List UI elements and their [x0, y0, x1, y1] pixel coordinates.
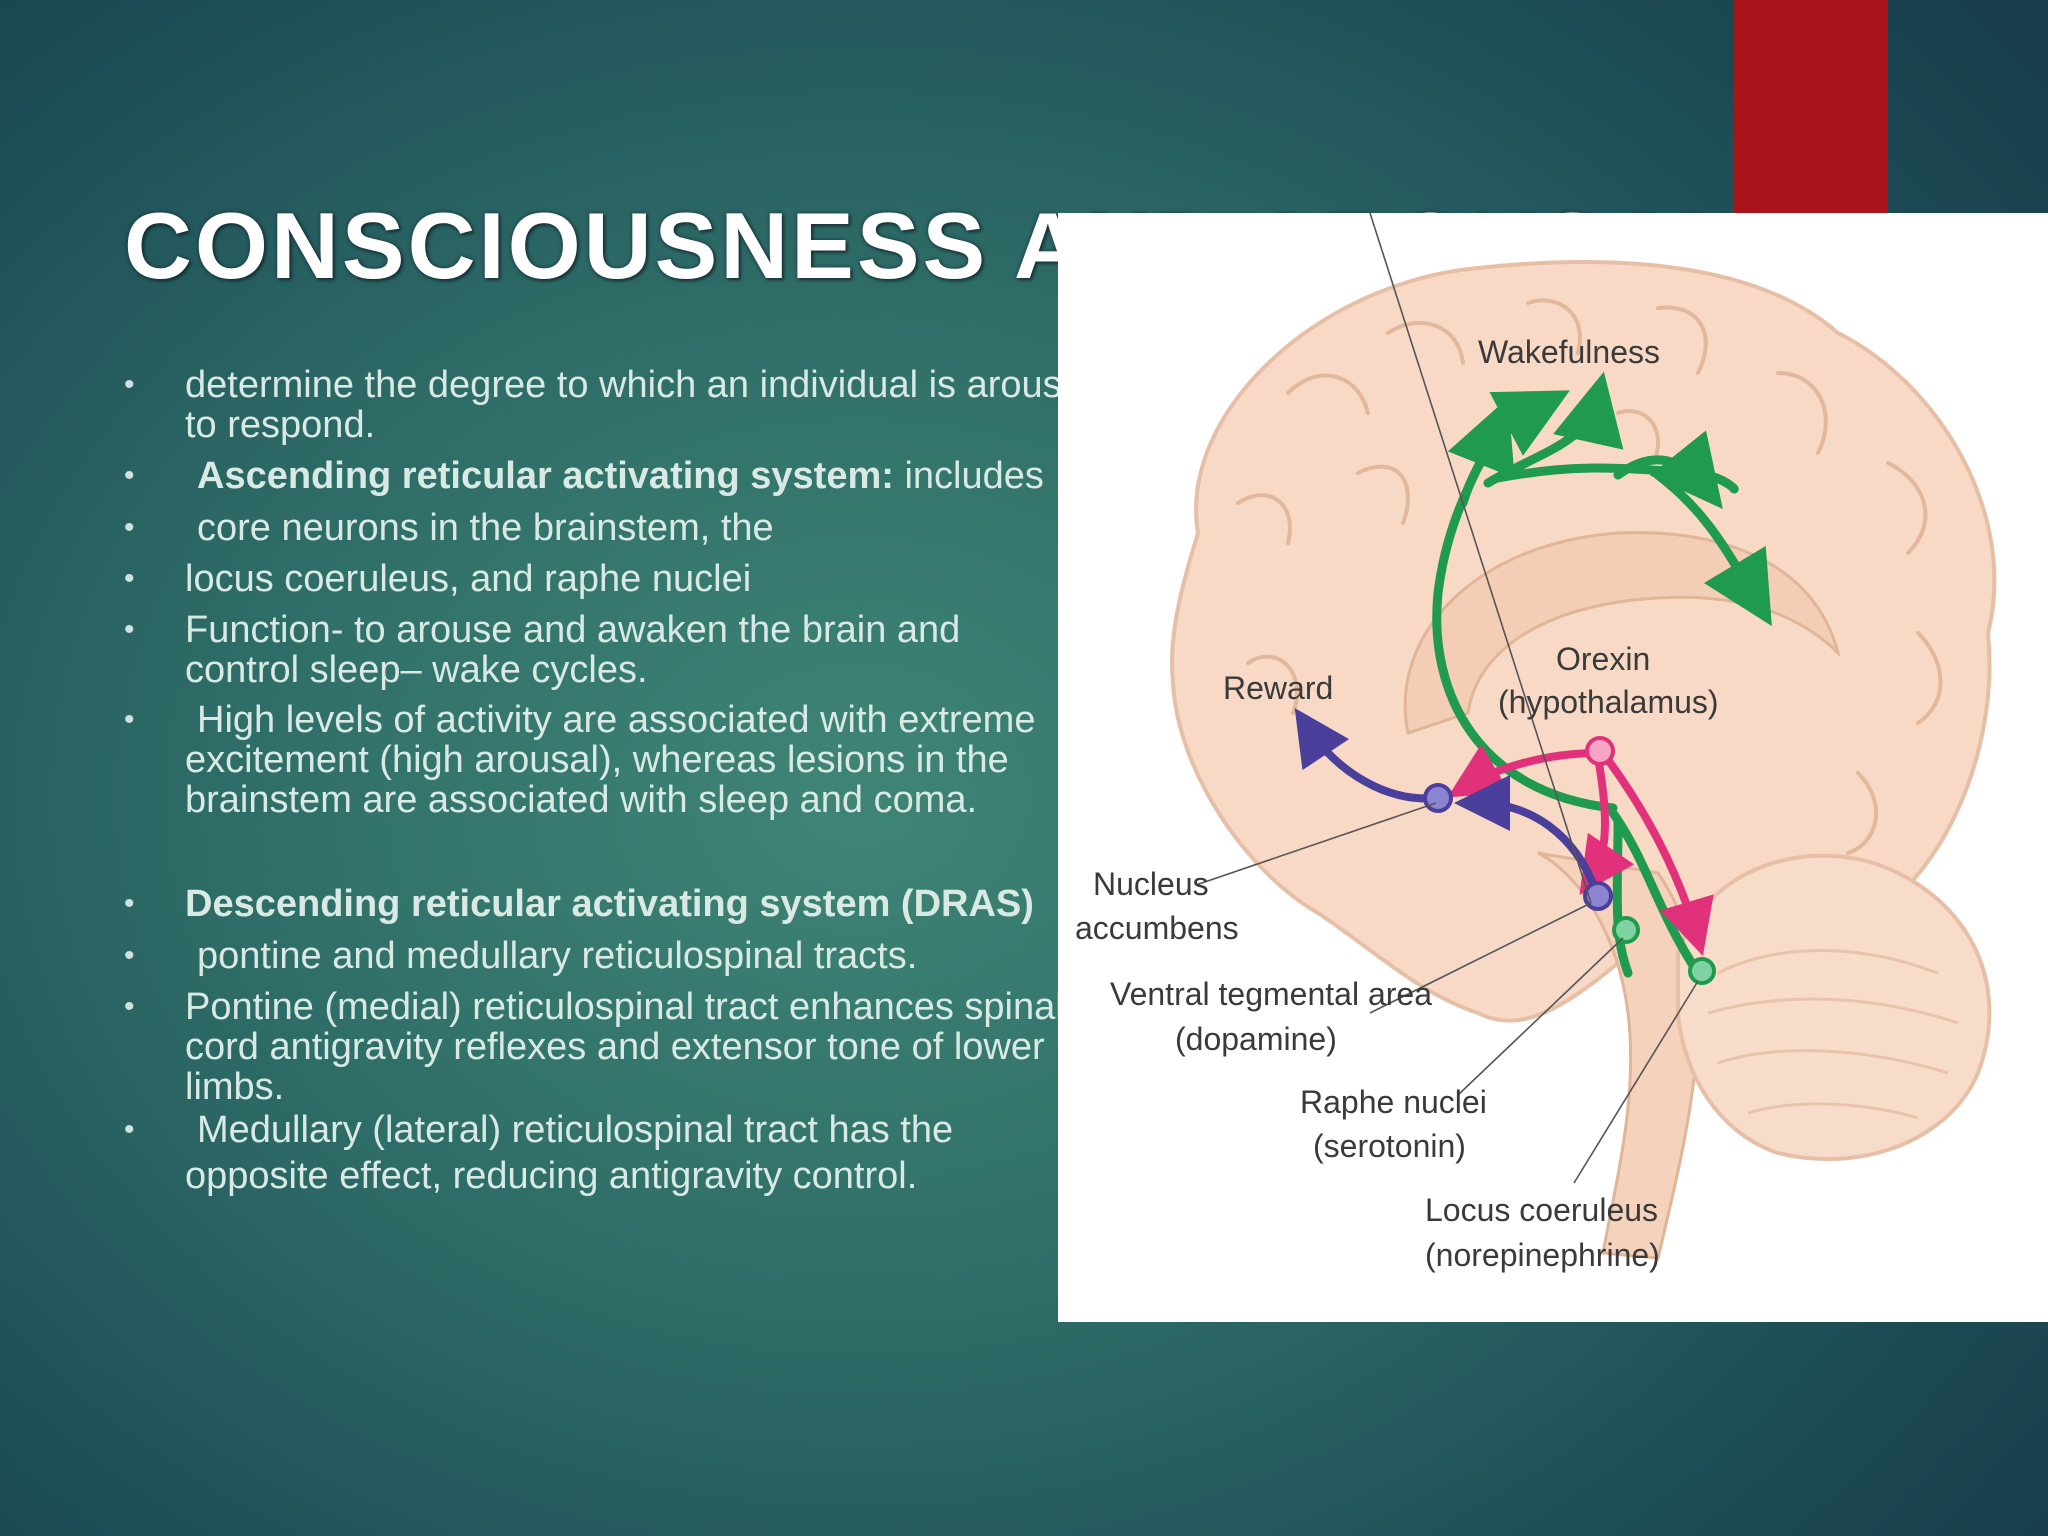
locus-coeruleus-nucleus: [1688, 957, 1716, 985]
label-reward: Reward: [1223, 670, 1333, 706]
bullet-dot-icon: •: [124, 368, 135, 401]
bullet-item: • pontine and medullary reticulospinal t…: [124, 935, 918, 977]
raphe-nucleus: [1612, 916, 1640, 944]
bullet-dot-icon: •: [124, 459, 135, 492]
bullet-dot-icon: •: [124, 562, 135, 595]
bullet-dot-icon: •: [124, 703, 135, 736]
brain-sulci: [1236, 298, 1943, 855]
label-vta: Ventral tegmental area: [1110, 976, 1432, 1012]
cerebellum-shape: [1676, 853, 1992, 1162]
bullet-dot-icon: •: [124, 939, 135, 972]
cerebellum-folia: [1707, 949, 1959, 1120]
brain-diagram: Wakefulness Reward Orexin (hypothalamus)…: [1075, 213, 1997, 1273]
label-wakefulness: Wakefulness: [1478, 334, 1660, 370]
bullet-item: • core neurons in the brainstem, the: [124, 507, 774, 549]
bullet-item: • High levels of activity are associated…: [124, 699, 1036, 821]
accent-bar: [1734, 0, 1888, 215]
label-serotonin: (serotonin): [1313, 1128, 1466, 1164]
brain-arousal-figure: Wakefulness Reward Orexin (hypothalamus)…: [1058, 213, 2048, 1322]
orexin-nucleus: [1585, 736, 1615, 766]
bullet-item: • Function- to arouse and awaken the bra…: [124, 609, 961, 691]
nucleus-accumbens-dot: [1423, 783, 1453, 813]
label-accumbens: accumbens: [1075, 910, 1239, 946]
bullet-item: • Ascending reticular activating system:…: [124, 455, 1044, 497]
label-norepinephrine: (norepinephrine): [1425, 1237, 1660, 1273]
leader-lines: [1195, 213, 1699, 1184]
label-dopamine: (dopamine): [1175, 1021, 1337, 1057]
label-hypothalamus: (hypothalamus): [1498, 684, 1719, 720]
dopamine-pathway: [1294, 708, 1602, 902]
label-nucleus: Nucleus: [1093, 866, 1209, 902]
bullet-item: • Medullary (lateral) reticulospinal tra…: [124, 1109, 954, 1197]
bullet-item: • Pontine (medial) reticulospinal tract …: [124, 986, 1064, 1108]
bullet-dot-icon: •: [124, 887, 135, 920]
label-raphe: Raphe nuclei: [1300, 1084, 1487, 1120]
bullet-dot-icon: •: [124, 990, 135, 1023]
bullet-dot-icon: •: [124, 511, 135, 544]
label-orexin: Orexin: [1556, 641, 1650, 677]
bullet-dot-icon: •: [124, 613, 135, 646]
bullet-dot-icon: •: [124, 1113, 135, 1146]
bullet-item: • locus coeruleus, and raphe nuclei: [124, 558, 752, 600]
bullet-item: • Descending reticular activating system…: [124, 883, 1034, 925]
label-locus: Locus coeruleus: [1425, 1192, 1658, 1228]
